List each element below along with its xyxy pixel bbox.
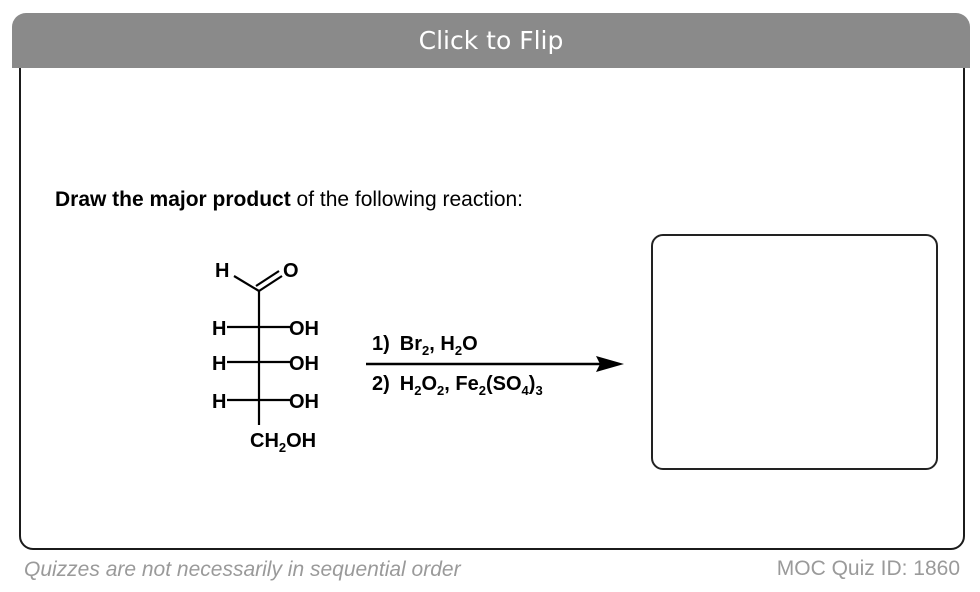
ch2oh-label: CH2OH xyxy=(250,430,316,455)
reaction-arrow-head xyxy=(596,356,624,372)
question-text: Draw the major product of the following … xyxy=(55,188,523,212)
carbonyl-bond-2 xyxy=(255,270,280,287)
click-to-flip-bar[interactable]: Click to Flip xyxy=(12,13,970,68)
answer-box xyxy=(651,234,938,470)
question-bold: Draw the major product xyxy=(55,188,291,211)
question-rest: of the following reaction: xyxy=(290,188,524,211)
row3-oh-label: OH xyxy=(289,391,319,413)
carbonyl-bond-1 xyxy=(258,275,283,292)
reagent-step2: 2)H2O2, Fe2(SO4)3 xyxy=(372,373,543,398)
aldehyde-h-label: H xyxy=(215,260,229,282)
aldehyde-o-label: O xyxy=(283,260,299,282)
sequence-note: Quizzes are not necessarily in sequentia… xyxy=(24,558,461,581)
quiz-id: MOC Quiz ID: 1860 xyxy=(776,557,960,580)
row2-oh-label: OH xyxy=(289,353,319,375)
row1-oh-label: OH xyxy=(289,318,319,340)
row1-h-label: H xyxy=(212,318,226,340)
aldehyde-h-bond xyxy=(233,275,260,292)
row2-h-label: H xyxy=(212,353,226,375)
reagent-step1: 1)Br2, H2O xyxy=(372,333,478,358)
row3-h-label: H xyxy=(212,391,226,413)
flip-label: Click to Flip xyxy=(418,26,564,55)
